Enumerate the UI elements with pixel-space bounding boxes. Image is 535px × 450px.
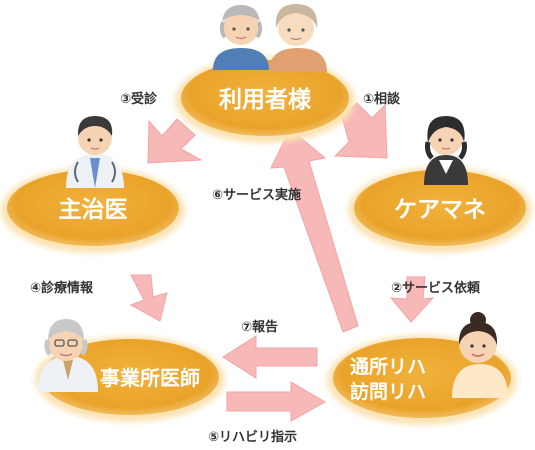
arrow-rehab-instruction [226,381,327,422]
node-facility-doctor: 事業所医師 [35,336,225,422]
arrow-medical-info [129,274,168,322]
label-report: ⑦報告 [241,319,278,335]
label-visit: ③受診 [120,91,158,107]
node-user-label: 利用者様 [219,86,312,113]
label-rehab-instruction: ⑤リハビリ指示 [208,429,297,445]
elderly-couple-icon [213,4,327,72]
node-caremanager-label: ケアマネ [394,197,486,223]
node-caremanager: ケアマネ [348,167,532,253]
arrow-report [222,335,318,379]
arrow-service-provision [270,128,359,333]
arrow-service-request [389,276,435,323]
label-service-request: ②サービス依頼 [391,280,481,296]
node-doctor-label: 主治医 [59,196,128,223]
node-rehab-label-line1: 通所リハ [350,356,426,378]
node-rehab-label-line2: 訪問リハ [350,380,426,403]
therapist-icon [452,312,508,398]
arrow-visit [147,118,203,164]
node-facility-doctor-label: 事業所医師 [100,366,200,390]
arrow-consult [333,102,388,159]
flow-labels: ①相談 ③受診 ⑥サービス実施 ④診療情報 ②サービス依頼 ⑦報告 ⑤リハビリ指… [30,91,481,445]
node-doctor: 主治医 [1,167,185,253]
doctor-icon [66,116,124,188]
arrows-layer [129,102,435,422]
care-manager-icon [424,116,468,185]
label-service-provision: ⑥サービス実施 [212,187,301,203]
label-consult: ①相談 [363,91,401,107]
label-medical-info: ④診療情報 [30,280,94,296]
elderly-doctor-icon [38,319,98,392]
node-user: 利用者様 [175,57,355,143]
